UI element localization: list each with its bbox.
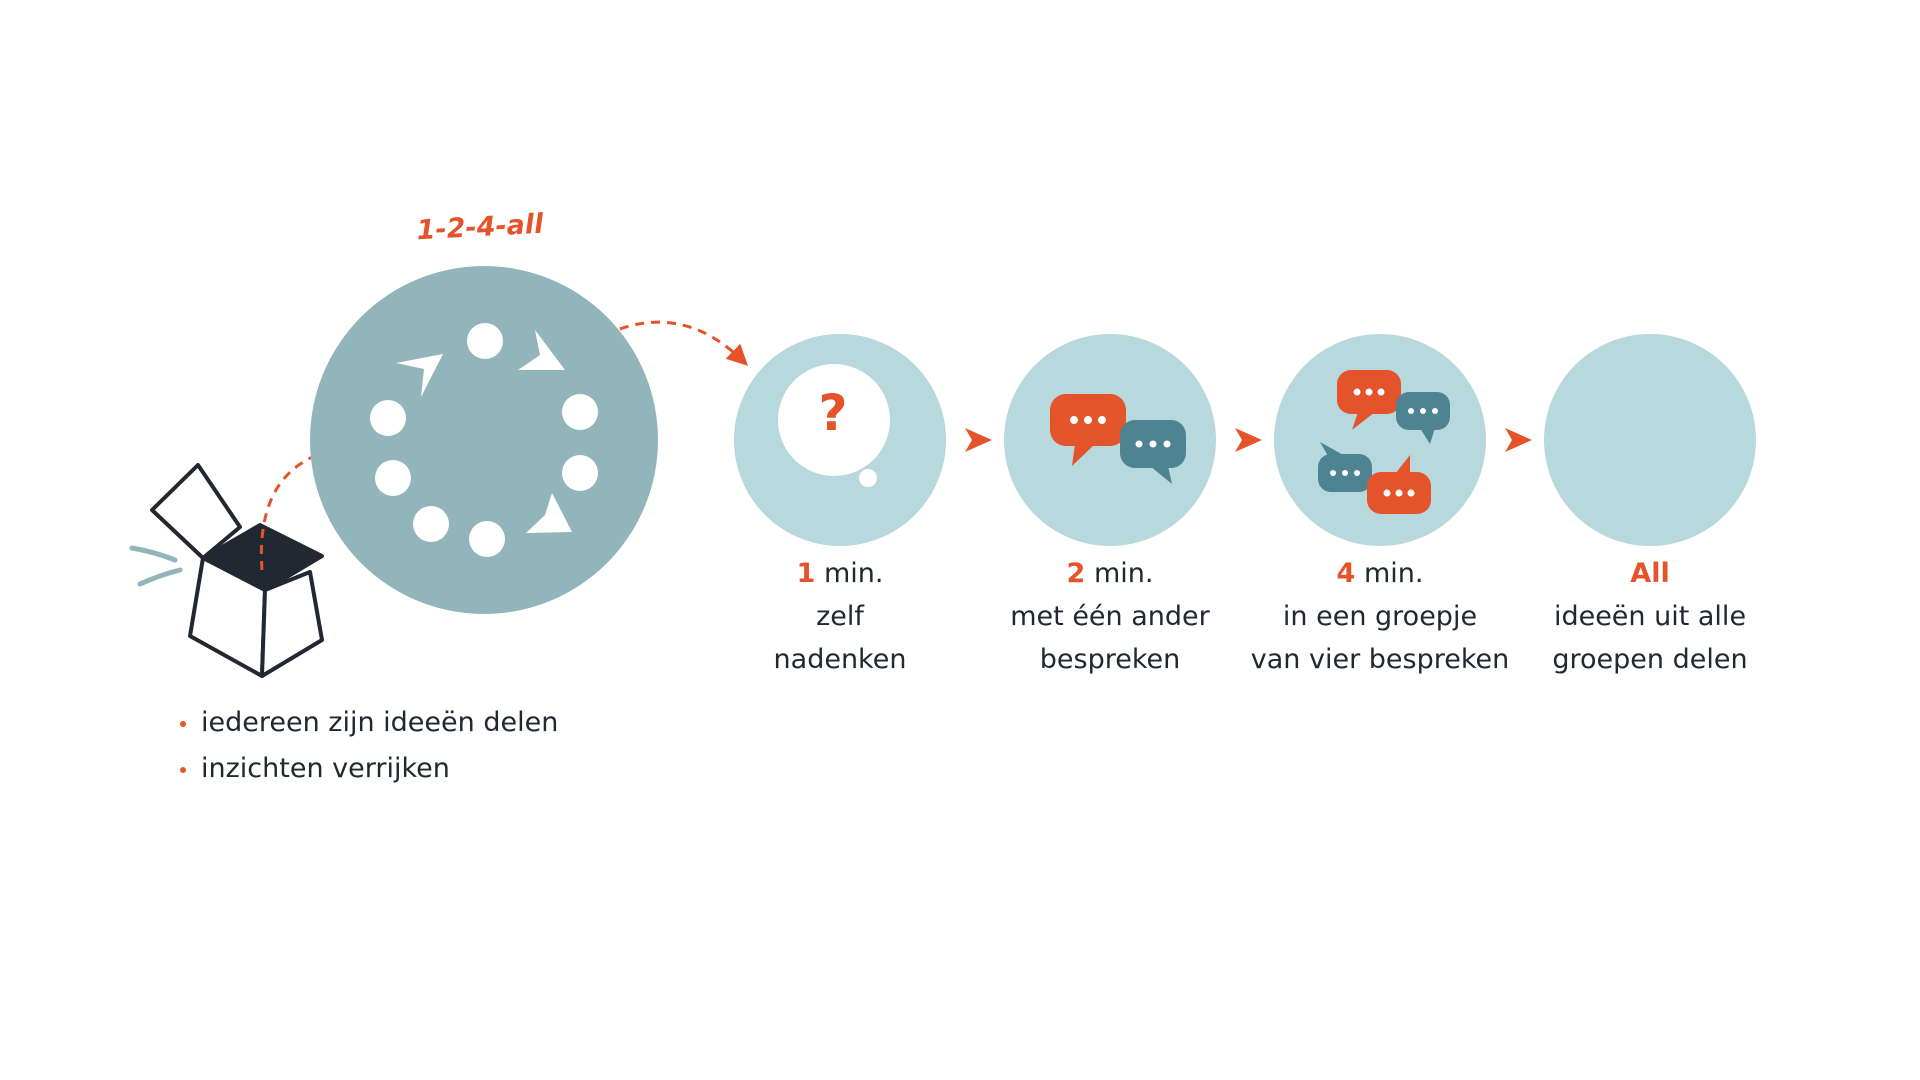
step-3-line-1: in een groepje <box>1282 601 1478 632</box>
motion-lines-icon <box>129 545 183 587</box>
benefits-list: iedereen zijn ideeën delen inzichten ver… <box>175 700 558 792</box>
step-2-line-1: met één ander <box>1010 601 1210 632</box>
step-arrow-1 <box>965 428 992 452</box>
step-label-2: 2 min. met één ander bespreken <box>945 552 1275 681</box>
overview-circle <box>310 266 658 614</box>
step-4-duration: All <box>1630 558 1670 589</box>
step-arrow-2 <box>1235 428 1262 452</box>
step-1-line-2: nadenken <box>773 644 907 675</box>
rotating-dots <box>370 323 598 557</box>
step-3-duration: 4 <box>1336 558 1356 589</box>
rotation-arrowheads-icon <box>396 330 572 533</box>
step-label-4: All ideeën uit alle groepen delen <box>1485 552 1815 681</box>
two-chat-bubbles-icon <box>1050 394 1186 484</box>
four-chat-bubbles-icon <box>1318 370 1450 514</box>
step-2-unit: min. <box>1093 558 1154 589</box>
dashed-arrow-circle-to-steps <box>604 320 749 366</box>
open-box-icon <box>150 463 324 678</box>
step-1-line-1: zelf <box>816 601 864 632</box>
step-circle-3 <box>1274 334 1486 546</box>
benefit-item: iedereen zijn ideeën delen <box>175 700 558 746</box>
step-1-duration: 1 <box>796 558 816 589</box>
benefit-item: inzichten verrijken <box>175 746 558 792</box>
step-circle-4 <box>1544 334 1756 546</box>
step-2-line-2: bespreken <box>1039 644 1181 675</box>
step-label-3: 4 min. in een groepje van vier bespreken <box>1215 552 1545 681</box>
thought-bubble-question-icon <box>778 364 890 487</box>
step-3-unit: min. <box>1363 558 1424 589</box>
step-4-line-1: ideeën uit alle <box>1553 601 1747 632</box>
step-1-unit: min. <box>823 558 884 589</box>
step-3-line-2: van vier bespreken <box>1250 644 1510 675</box>
step-label-1: 1 min. zelf nadenken <box>675 552 1005 681</box>
step-2-duration: 2 <box>1066 558 1086 589</box>
step-4-line-2: groepen delen <box>1552 644 1748 675</box>
question-mark-icon: ? <box>818 384 848 442</box>
step-arrow-3 <box>1505 428 1532 452</box>
